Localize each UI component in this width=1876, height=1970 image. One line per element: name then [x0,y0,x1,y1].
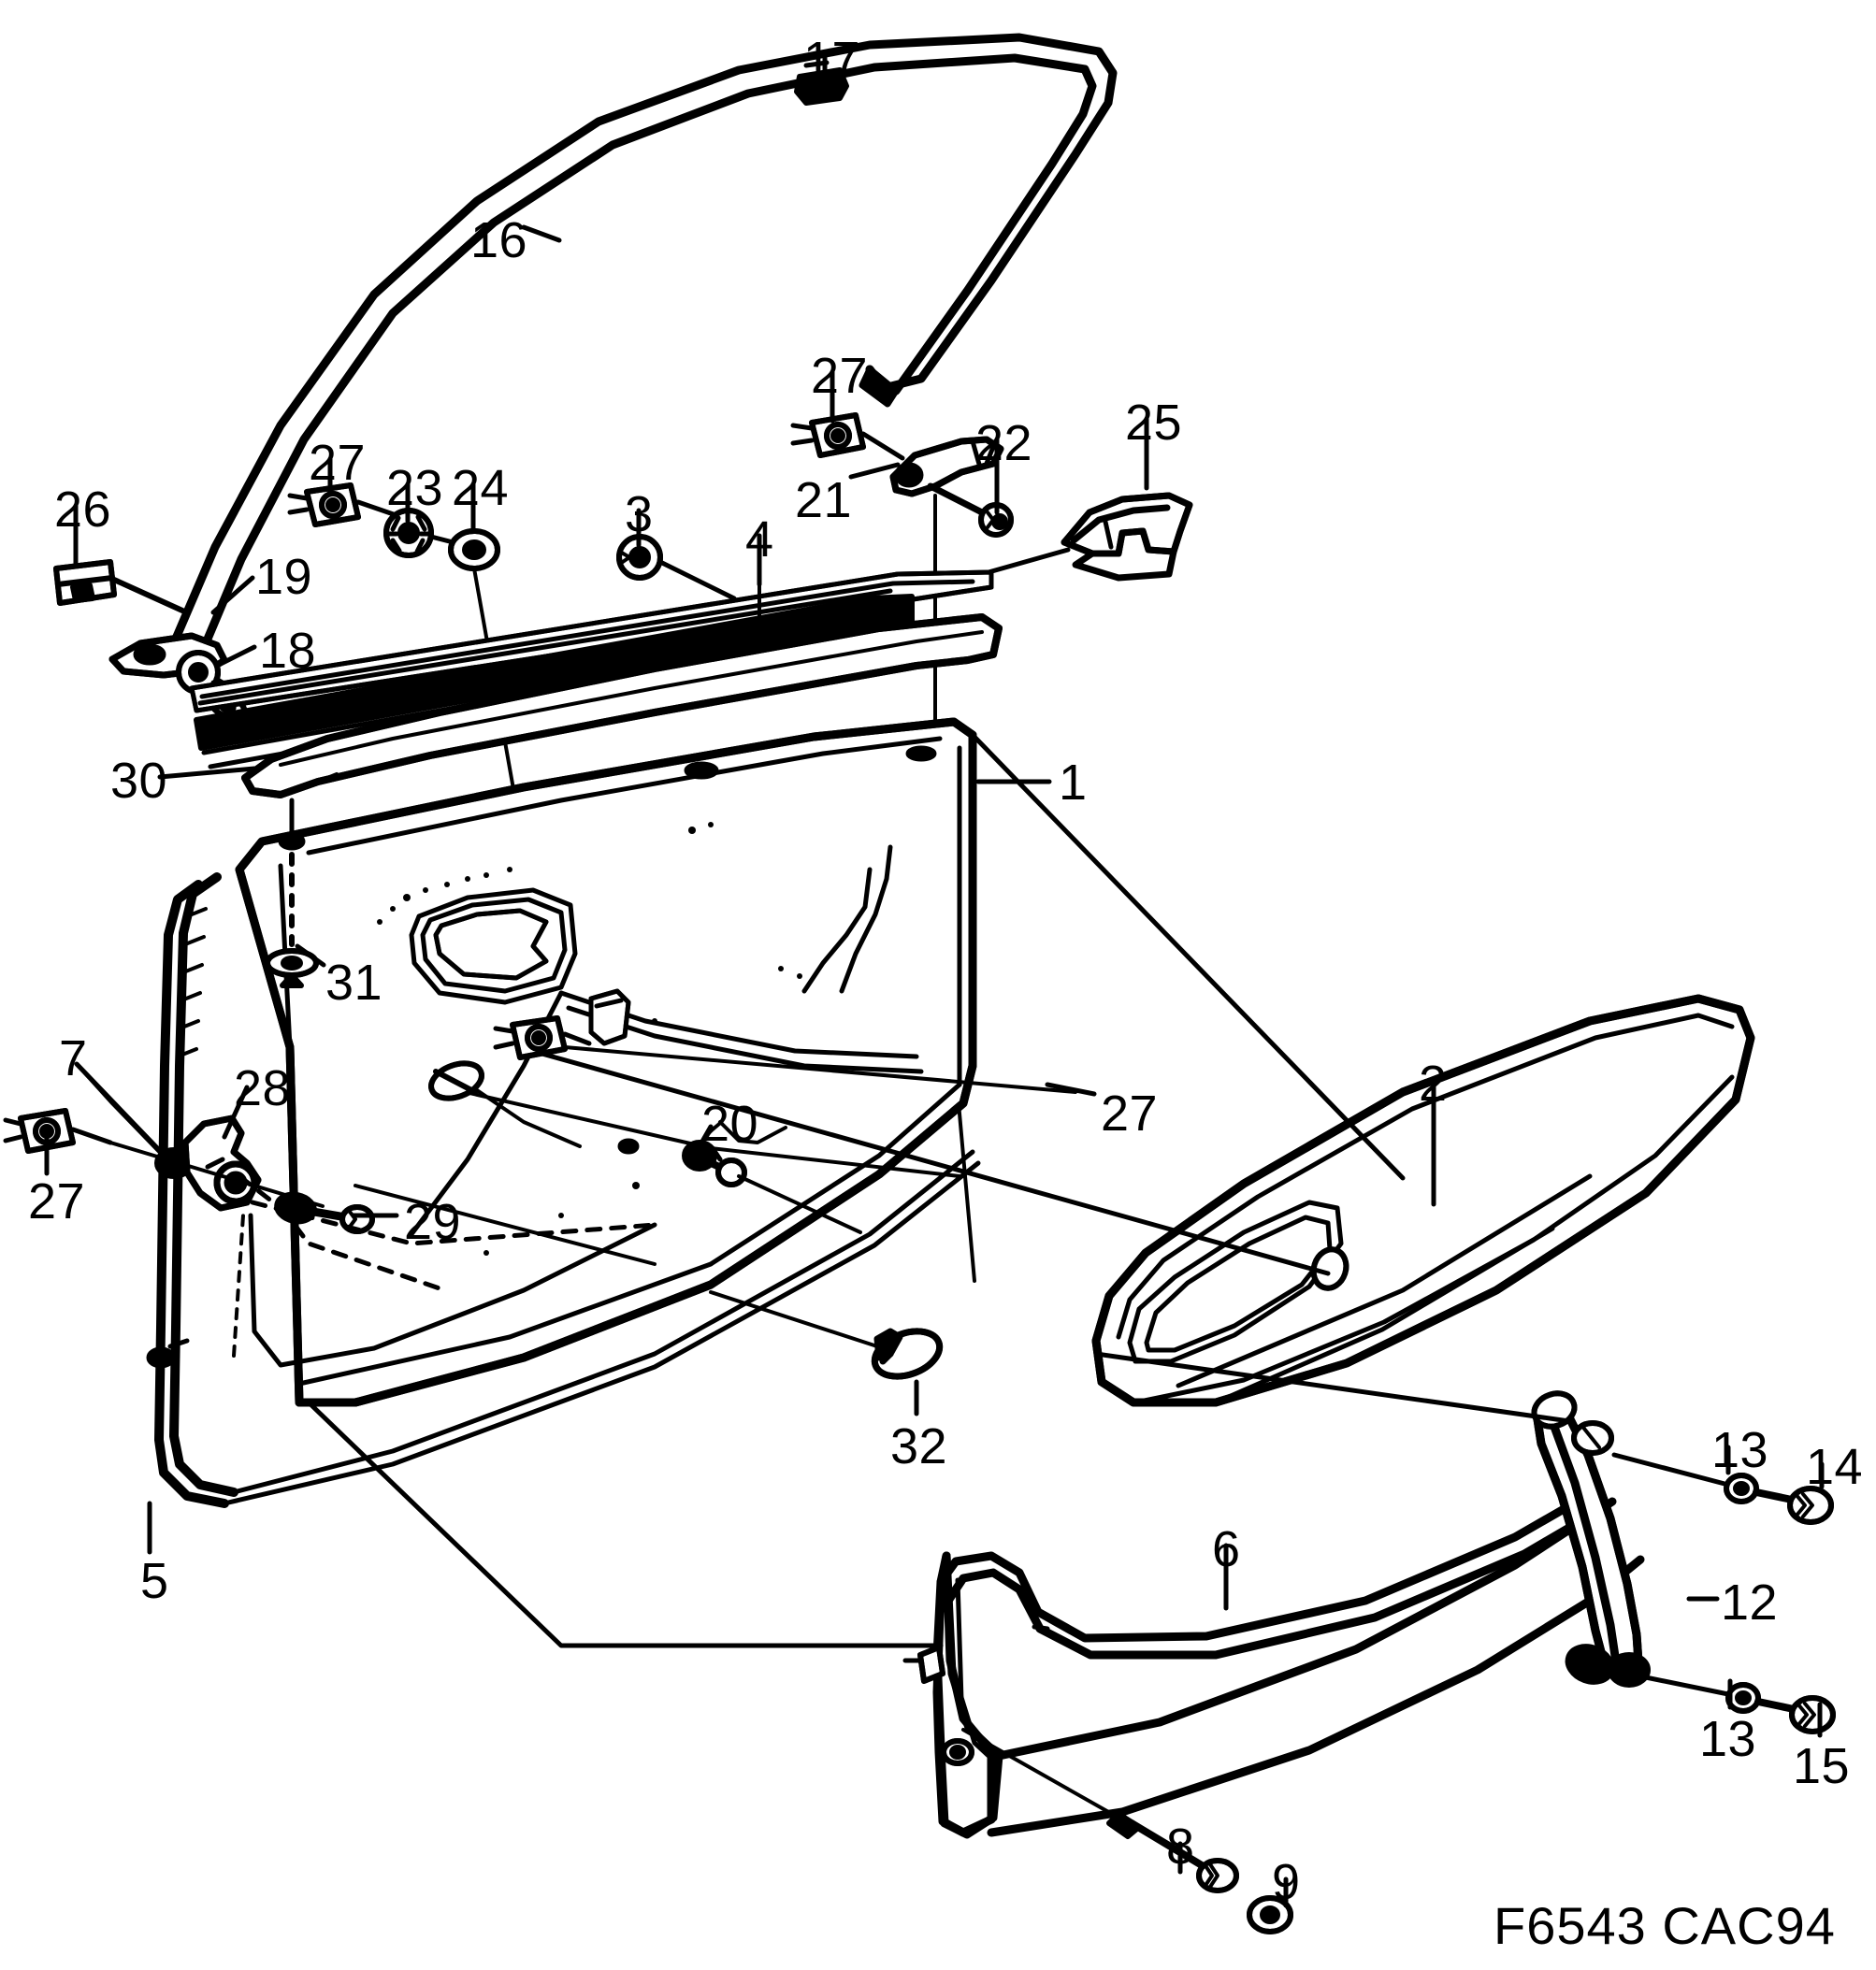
callout-number-15: 15 [1793,1738,1851,1794]
part-13-bushing-upper [1611,1452,1759,1504]
callout-number-19: 19 [255,549,313,605]
callout-number-9: 9 [1272,1854,1301,1910]
part-4-weatherstrip [189,569,994,713]
callout-number-1: 1 [1059,755,1088,811]
part-6-lower-trim-panel [932,1489,1645,1839]
part-1-surface-texture [377,822,802,1256]
part-20-bolt [682,1140,747,1187]
part-1-lower-pocket [232,1173,657,1368]
part-26-clip [53,559,185,613]
part-13-bushing-lower [1634,1673,1761,1714]
callout-number-27: 27 [309,435,367,491]
leader-line-21 [848,462,901,480]
leader-line-19 [210,575,255,615]
callout-number-27: 27 [811,348,869,404]
callout-number-25: 25 [1125,395,1183,451]
callout-number-17: 17 [803,32,861,88]
callout-number-5: 5 [140,1553,169,1609]
callout-leaders [44,53,1825,1908]
callout-number-21: 21 [795,472,853,528]
callout-number-27: 27 [28,1173,86,1229]
callout-number-27: 27 [1101,1086,1159,1142]
part-3-screw [616,534,737,601]
callout-number-18: 18 [259,623,317,679]
part-14-screw [1753,1486,1834,1525]
callout-number-31: 31 [325,955,383,1011]
part-1-fixing-holes [617,745,937,1155]
leader-line-31 [295,943,326,968]
callout-number-16: 16 [470,212,528,268]
callout-number-7: 7 [59,1030,88,1086]
callout-number-32: 32 [890,1418,948,1474]
leader-line-16 [521,224,562,243]
part-27-clip-b [790,412,905,461]
part-30-upper-trim-strip [241,613,1003,798]
leader-line-20 [689,1124,714,1162]
callout-number-3: 3 [625,486,654,542]
part-24-washer [448,528,500,571]
callout-number-4: 4 [745,511,774,568]
part-6-contours [955,1577,1050,1768]
callout-number-20: 20 [701,1096,759,1152]
part-27-clip-c [493,1015,592,1060]
part-5-door-seal-inner [222,1149,981,1506]
callout-number-22: 22 [975,415,1033,471]
part-9-washer [1247,1895,1293,1934]
callout-number-30: 30 [110,753,168,809]
leader-line-18 [214,644,257,669]
part-28-bracket [181,1114,262,1212]
part-2-armrest [1091,994,1755,1407]
assembly-lines [306,732,1572,1648]
part-5-hatching [176,907,208,1058]
part-21-mirror-lever [889,436,1004,497]
callout-number-6: 6 [1212,1521,1241,1577]
callout-number-14: 14 [1806,1439,1864,1495]
callout-number-28: 28 [234,1060,292,1116]
callout-number-13: 13 [1699,1711,1757,1767]
part-16-tip [859,366,900,408]
part-7-clip [3,1108,113,1154]
callout-number-12: 12 [1721,1575,1779,1631]
callout-number-2: 2 [1419,1056,1448,1112]
part-30-to-31-line [278,798,306,851]
callout-number-8: 8 [1166,1819,1195,1875]
part-31-grommet [265,831,319,988]
callout-number-26: 26 [54,482,112,538]
leader-line-27 [1045,1082,1097,1097]
part-4-weatherstrip-lower [194,594,915,751]
part-1-oval-escutcheon [428,1060,484,1101]
part-8-screw [1106,1811,1239,1893]
callout-number-13: 13 [1711,1422,1769,1478]
callout-number-24: 24 [452,460,510,516]
callout-number-23: 23 [386,460,444,516]
leader-line-30 [157,766,257,780]
part-15-screw [1754,1695,1836,1734]
callout-number-29: 29 [404,1194,462,1250]
drawing-code: F6543 CAC94 [1494,1896,1836,1955]
part-32-escutcheon [871,1328,944,1380]
part-5-door-seal [154,872,238,1508]
part-1-door-trim-panel [235,717,977,1407]
leader-line-28 [222,1085,250,1140]
part-25-bracket [979,492,1193,582]
part-clip-detail [588,988,631,1046]
leader-line-7 [74,1061,166,1158]
